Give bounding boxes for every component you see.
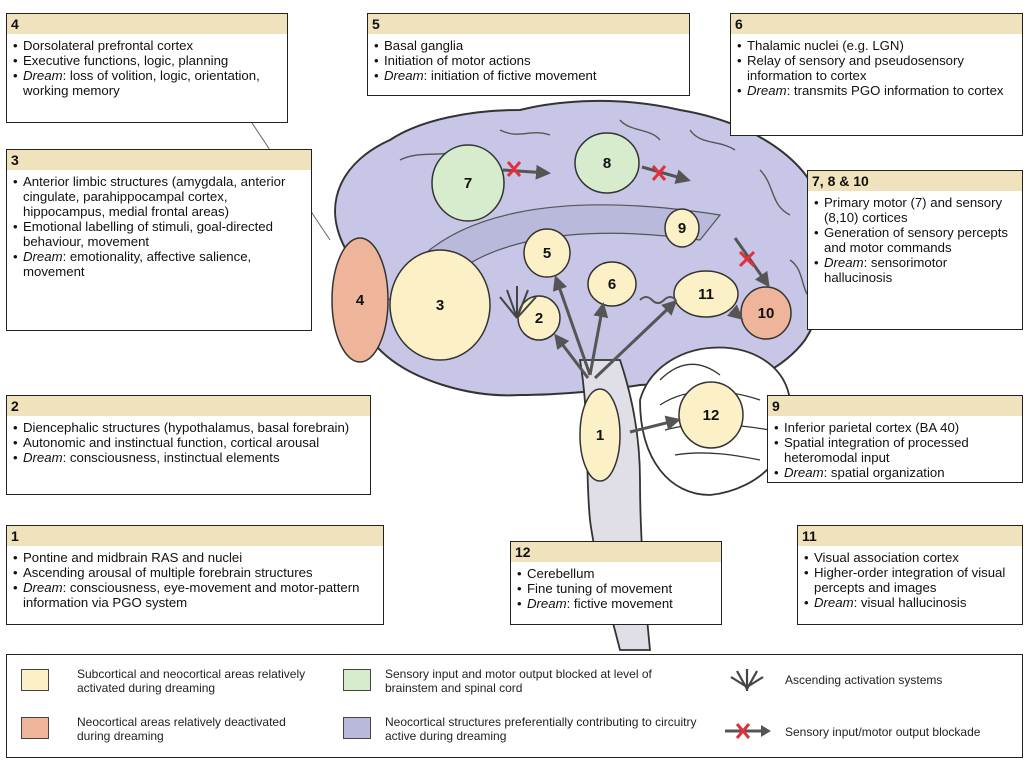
info-item: Primary motor (7) and sensory (8,10) cor… <box>814 195 1018 225</box>
region-label-3: 3 <box>436 297 444 314</box>
info-box-7-8-10: 7, 8 & 10 Primary motor (7) and sensory … <box>807 170 1023 330</box>
info-box-4-title: 4 <box>7 14 287 34</box>
info-box-9: 9 Inferior parietal cortex (BA 40) Spati… <box>767 395 1023 483</box>
info-item: Diencephalic structures (hypothalamus, b… <box>13 420 366 435</box>
blockade-icon <box>723 719 773 743</box>
info-item: Dream: sensorimotor hallucinosis <box>814 255 1018 285</box>
info-item: Dream: consciousness, eye-movement and m… <box>13 580 379 610</box>
info-item: Dream: loss of volition, logic, orientat… <box>13 68 283 98</box>
info-item: Dream: transmits PGO information to cort… <box>737 83 1018 98</box>
region-label-10: 10 <box>758 305 775 322</box>
info-item: Higher-order integration of visual perce… <box>804 565 1018 595</box>
info-item: Spatial integration of processed heterom… <box>774 435 1018 465</box>
info-item: Dream: spatial organization <box>774 465 1018 480</box>
info-item: Autonomic and instinctual function, cort… <box>13 435 366 450</box>
region-label-5: 5 <box>543 245 551 262</box>
legend: Subcortical and neocortical areas relati… <box>6 654 1023 758</box>
info-box-6: 6 Thalamic nuclei (e.g. LGN) Relay of se… <box>730 13 1023 136</box>
info-item: Thalamic nuclei (e.g. LGN) <box>737 38 1018 53</box>
info-box-11-title: 11 <box>798 526 1022 546</box>
info-item: Generation of sensory percepts and motor… <box>814 225 1018 255</box>
region-label-9: 9 <box>678 220 686 237</box>
info-box-7-8-10-title: 7, 8 & 10 <box>808 171 1022 191</box>
info-item: Anterior limbic structures (amygdala, an… <box>13 174 307 219</box>
ascending-activation-icon <box>727 665 767 693</box>
region-label-4: 4 <box>356 292 365 309</box>
info-item: Pontine and midbrain RAS and nuclei <box>13 550 379 565</box>
region-label-1: 1 <box>596 427 604 444</box>
legend-label-blockade: Sensory input/motor output blockade <box>785 725 1020 739</box>
info-item: Dream: visual hallucinosis <box>804 595 1018 610</box>
info-item: Inferior parietal cortex (BA 40) <box>774 420 1018 435</box>
info-box-1-title: 1 <box>7 526 383 546</box>
legend-label-deactivated: Neocortical areas relatively deactivated… <box>77 715 297 743</box>
legend-swatch-activated <box>21 669 49 691</box>
legend-label-circuitry: Neocortical structures preferentially co… <box>385 715 705 743</box>
legend-label-ascending: Ascending activation systems <box>785 673 1015 687</box>
region-label-2: 2 <box>535 310 543 327</box>
info-item: Relay of sensory and pseudosensory infor… <box>737 53 1018 83</box>
info-box-11: 11 Visual association cortex Higher-orde… <box>797 525 1023 625</box>
legend-swatch-deactivated <box>21 717 49 739</box>
info-box-5-title: 5 <box>368 14 689 34</box>
info-item: Ascending arousal of multiple forebrain … <box>13 565 379 580</box>
info-item: Dream: fictive movement <box>517 596 717 611</box>
info-box-1: 1 Pontine and midbrain RAS and nuclei As… <box>6 525 384 625</box>
info-item: Cerebellum <box>517 566 717 581</box>
info-box-12-title: 12 <box>511 542 721 562</box>
legend-label-activated: Subcortical and neocortical areas relati… <box>77 667 317 695</box>
region-label-8: 8 <box>603 155 611 172</box>
info-box-5: 5 Basal ganglia Initiation of motor acti… <box>367 13 690 96</box>
info-box-12: 12 Cerebellum Fine tuning of movement Dr… <box>510 541 722 625</box>
info-box-3: 3 Anterior limbic structures (amygdala, … <box>6 149 312 331</box>
region-label-11: 11 <box>698 286 714 303</box>
info-box-4: 4 Dorsolateral prefrontal cortex Executi… <box>6 13 288 123</box>
region-label-6: 6 <box>608 276 616 293</box>
info-box-3-title: 3 <box>7 150 311 170</box>
info-item: Basal ganglia <box>374 38 685 53</box>
region-label-12: 12 <box>703 407 720 424</box>
info-item: Dream: emotionality, affective salience,… <box>13 249 307 279</box>
info-item: Dorsolateral prefrontal cortex <box>13 38 283 53</box>
info-item: Visual association cortex <box>804 550 1018 565</box>
info-item: Initiation of motor actions <box>374 53 685 68</box>
legend-swatch-blocked <box>343 669 371 691</box>
legend-label-blocked: Sensory input and motor output blocked a… <box>385 667 685 695</box>
info-item: Dream: initiation of fictive movement <box>374 68 685 83</box>
region-label-7: 7 <box>464 175 472 192</box>
info-item: Emotional labelling of stimuli, goal-dir… <box>13 219 307 249</box>
info-item: Dream: consciousness, instinctual elemen… <box>13 450 366 465</box>
info-box-9-title: 9 <box>768 396 1022 416</box>
info-item: Fine tuning of movement <box>517 581 717 596</box>
info-box-2-title: 2 <box>7 396 370 416</box>
info-item: Executive functions, logic, planning <box>13 53 283 68</box>
info-box-2: 2 Diencephalic structures (hypothalamus,… <box>6 395 371 495</box>
legend-swatch-circuitry <box>343 717 371 739</box>
info-box-6-title: 6 <box>731 14 1022 34</box>
